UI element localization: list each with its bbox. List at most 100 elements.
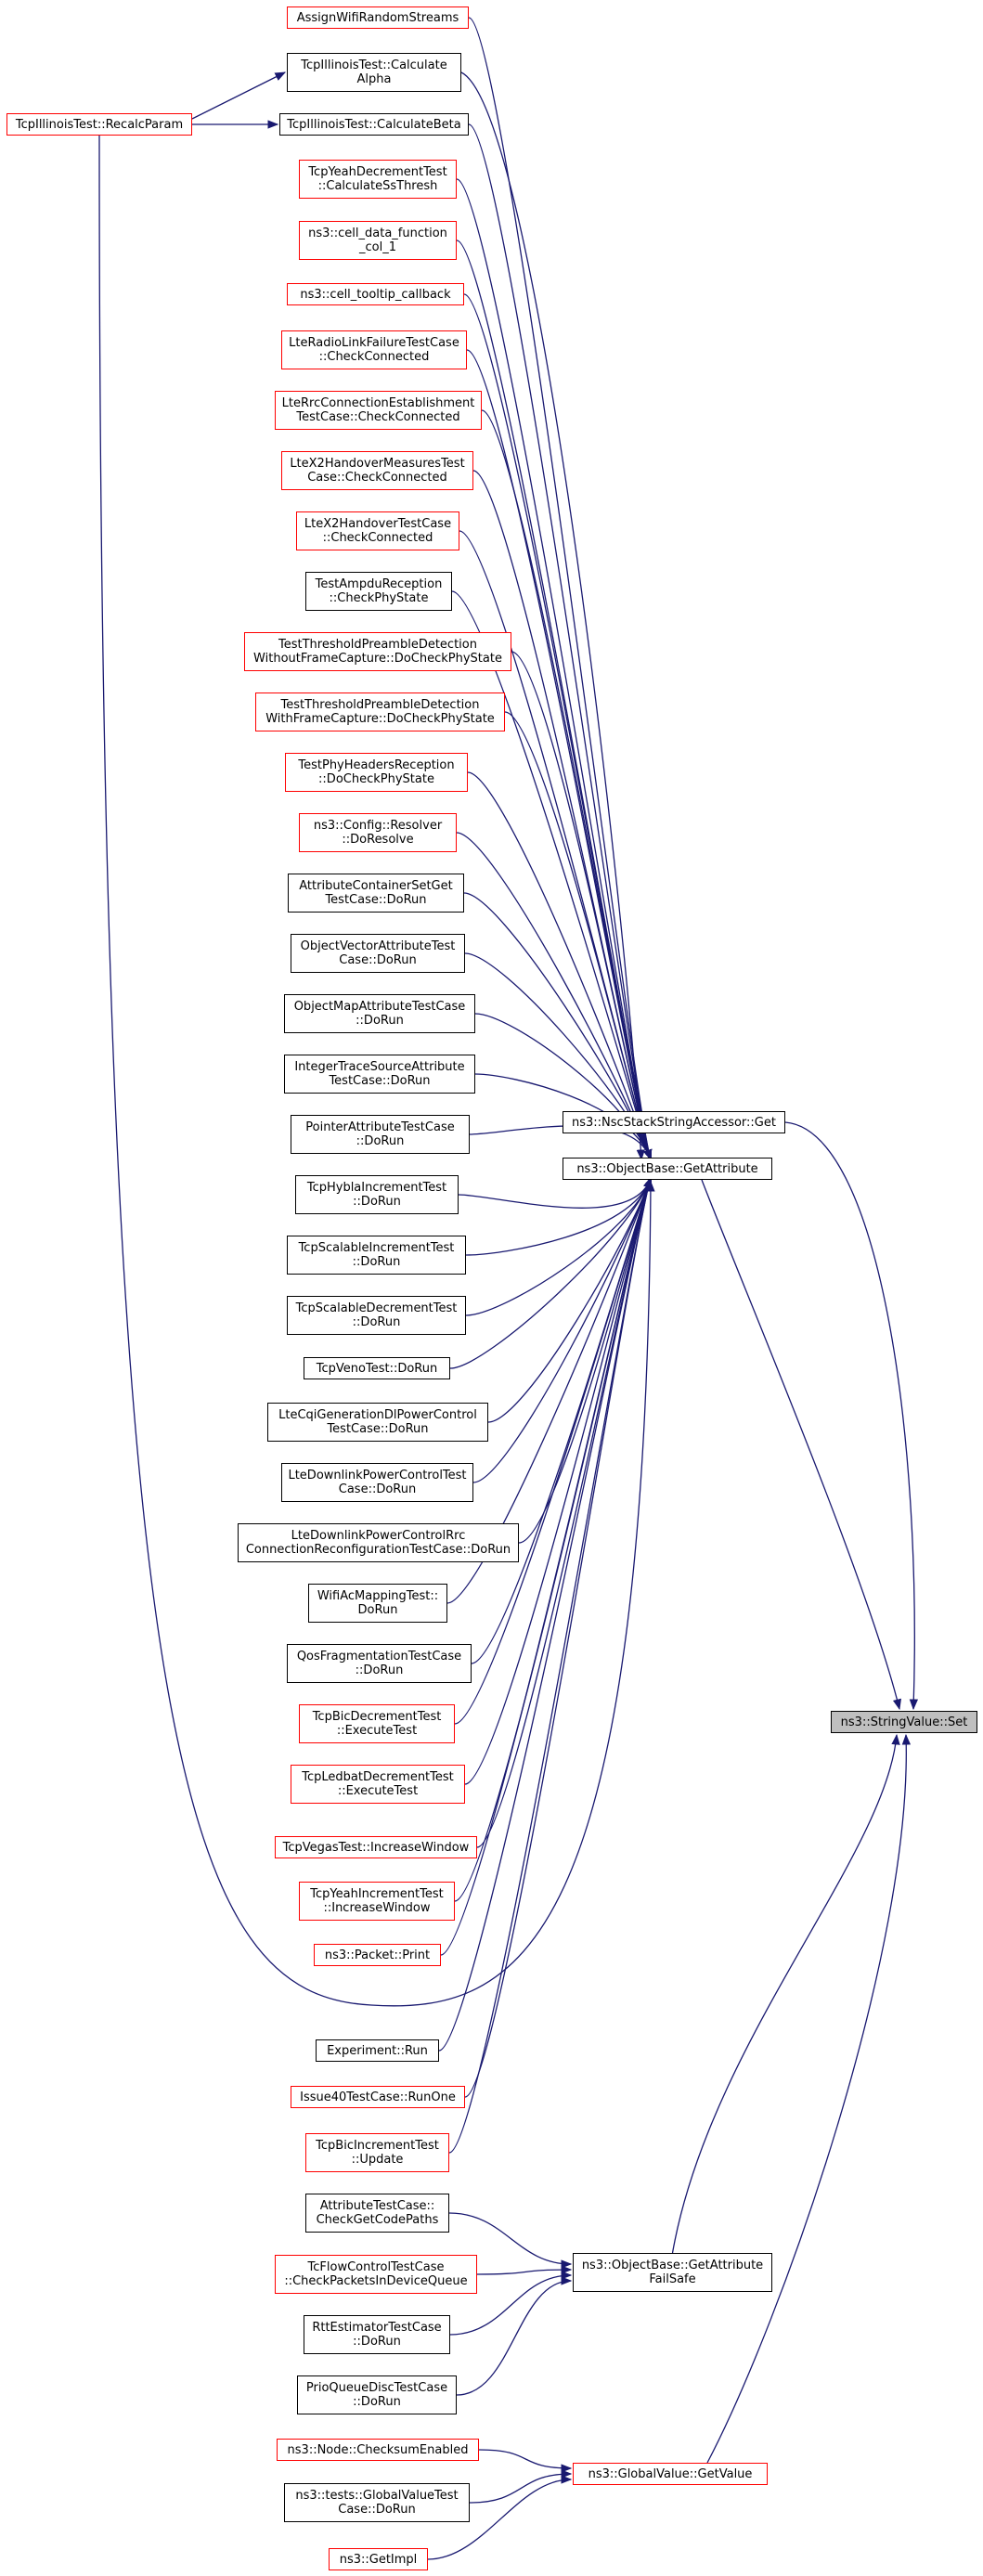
node-tcp-yeah-decrement-calculate-ssthresh[interactable]: TcpYeahDecrementTest::CalculateSsThresh	[299, 160, 457, 199]
node-label-line: ns3::Packet::Print	[324, 1948, 431, 1962]
node-tcp-illinois-calculate-beta[interactable]: TcpIllinoisTest::CalculateBeta	[279, 113, 469, 136]
node-label-line: TcpVenoTest::DoRun	[316, 1361, 438, 1376]
node-rtt-estimator-do-run[interactable]: RttEstimatorTestCase::DoRun	[304, 2315, 450, 2354]
node-experiment-run[interactable]: Experiment::Run	[316, 2039, 439, 2062]
node-object-map-attribute-do-run[interactable]: ObjectMapAttributeTestCase::DoRun	[284, 994, 475, 1033]
node-label-line: TcpIllinoisTest::Calculate	[301, 58, 447, 72]
node-label-line: TcpYeahIncrementTest	[310, 1887, 444, 1901]
edge-to-get-attribute	[438, 1176, 653, 2052]
node-lte-x2-handover-check-connected[interactable]: LteX2HandoverTestCase::CheckConnected	[296, 511, 459, 550]
node-label-line: AttributeContainerSetGet	[299, 879, 453, 893]
node-label-line: ::ExecuteTest	[336, 1724, 418, 1738]
node-label-line: WifiAcMappingTest::	[317, 1589, 439, 1603]
edge-to-get-attribute	[474, 1073, 653, 1161]
node-label-line: ::DoRun	[356, 1014, 404, 1028]
node-global-value-get-value[interactable]: ns3::GlobalValue::GetValue	[573, 2463, 768, 2485]
node-tcp-hybla-increment-do-run[interactable]: TcpHyblaIncrementTest::DoRun	[295, 1175, 459, 1214]
edge-global-value-to-string-set	[706, 1733, 912, 2464]
node-label-line: Case::DoRun	[338, 2503, 416, 2517]
edge-get-attribute-to-string-set	[701, 1179, 902, 1711]
node-assign-wifi-random-streams[interactable]: AssignWifiRandomStreams	[287, 6, 469, 29]
node-tcp-bic-decrement-execute-test[interactable]: TcpBicDecrementTest::ExecuteTest	[299, 1704, 455, 1743]
node-tcp-bic-increment-update[interactable]: TcpBicIncrementTest::Update	[305, 2133, 449, 2172]
node-get-impl[interactable]: ns3::GetImpl	[329, 2548, 428, 2570]
node-label-line: FailSafe	[649, 2272, 696, 2286]
node-label-line: TcpHyblaIncrementTest	[306, 1181, 447, 1195]
node-label-line: ns3::GetImpl	[339, 2552, 418, 2567]
node-tcp-vegas-increase-window[interactable]: TcpVegasTest::IncreaseWindow	[275, 1836, 477, 1858]
node-label-line: ::DoRun	[353, 2335, 401, 2349]
edge-to-get-attribute	[464, 1176, 653, 1785]
node-tcp-scalable-decrement-do-run[interactable]: TcpScalableDecrementTest::DoRun	[287, 1296, 466, 1335]
edge-to-get-attribute	[465, 1176, 653, 1316]
node-label-line: WithFrameCapture::DoCheckPhyState	[265, 712, 495, 726]
node-label-line: ConnectionReconfigurationTestCase::DoRun	[245, 1543, 511, 1557]
node-label-line: LteX2HandoverTestCase	[304, 517, 452, 531]
node-tc-flow-control-check-packets-in-device-queue[interactable]: TcFlowControlTestCase::CheckPacketsInDev…	[275, 2255, 477, 2294]
edge-to-global-value-get-value	[478, 2449, 573, 2473]
node-label-line: PointerAttributeTestCase	[305, 1120, 455, 1134]
node-issue40-run-one[interactable]: Issue40TestCase::RunOne	[291, 2086, 465, 2108]
node-tcp-scalable-increment-do-run[interactable]: TcpScalableIncrementTest::DoRun	[287, 1236, 466, 1275]
edge-recalc-to-get-attribute	[98, 135, 655, 2007]
node-test-phy-headers-reception-do-check-phy-state[interactable]: TestPhyHeadersReception::DoCheckPhyState	[285, 753, 468, 792]
node-label-line: ::CheckConnected	[322, 531, 433, 545]
node-label-line: Issue40TestCase::RunOne	[300, 2090, 456, 2104]
edge-to-get-attribute	[449, 1176, 653, 1369]
edge-to-get-attribute	[451, 590, 653, 1161]
node-label-line: ::CheckPacketsInDeviceQueue	[284, 2274, 468, 2288]
node-label-line: ::Update	[351, 2153, 404, 2167]
node-packet-print[interactable]: ns3::Packet::Print	[314, 1944, 441, 1966]
node-lte-radio-link-failure-check-connected[interactable]: LteRadioLinkFailureTestCase::CheckConnec…	[281, 330, 467, 369]
node-tcp-ledbat-decrement-execute-test[interactable]: TcpLedbatDecrementTest::ExecuteTest	[291, 1765, 465, 1804]
node-label-line: PrioQueueDiscTestCase	[305, 2381, 448, 2395]
node-object-base-get-attribute[interactable]: ns3::ObjectBase::GetAttribute	[563, 1158, 772, 1180]
node-wifi-ac-mapping-do-run[interactable]: WifiAcMappingTest::DoRun	[308, 1584, 447, 1623]
node-label-line: TcpScalableIncrementTest	[298, 1241, 455, 1255]
node-label-line: AssignWifiRandomStreams	[296, 10, 459, 25]
node-label-line: TestCase::DoRun	[329, 1074, 431, 1088]
node-label-line: TcpIllinoisTest::CalculateBeta	[287, 117, 461, 132]
node-label-line: TestThresholdPreambleDetection	[278, 638, 477, 652]
node-label-line: ::DoCheckPhyState	[318, 772, 434, 786]
node-label-line: TestThresholdPreambleDetection	[280, 698, 480, 712]
node-cell-tooltip-callback[interactable]: ns3::cell_tooltip_callback	[287, 283, 464, 305]
node-label-line: TcpScalableDecrementTest	[295, 1301, 458, 1315]
node-nsc-stack-string-accessor-get[interactable]: ns3::NscStackStringAccessor::Get	[563, 1111, 785, 1133]
node-config-resolver-do-resolve[interactable]: ns3::Config::Resolver::DoResolve	[299, 813, 457, 852]
node-label-line: Case::DoRun	[339, 953, 417, 967]
node-label-line: ::CalculateSsThresh	[317, 179, 438, 193]
node-label-line: TestCase::CheckConnected	[296, 410, 460, 424]
node-tcp-illinois-recalc-param[interactable]: TcpIllinoisTest::RecalcParam	[6, 113, 192, 136]
node-attribute-test-check-get-code-paths[interactable]: AttributeTestCase::CheckGetCodePaths	[305, 2194, 449, 2233]
node-tcp-veno-do-run[interactable]: TcpVenoTest::DoRun	[304, 1357, 450, 1379]
edge-to-get-attribute	[448, 1176, 653, 2154]
node-cell-data-function-col-1[interactable]: ns3::cell_data_function_col_1	[299, 221, 457, 260]
node-label-line: TestPhyHeadersReception	[298, 758, 455, 772]
node-qos-fragmentation-do-run[interactable]: QosFragmentationTestCase::DoRun	[287, 1644, 472, 1683]
node-prio-queue-disc-do-run[interactable]: PrioQueueDiscTestCase::DoRun	[297, 2375, 457, 2414]
node-tcp-yeah-increment-increase-window[interactable]: TcpYeahIncrementTest::IncreaseWindow	[299, 1882, 455, 1921]
edge-to-get-attribute-fail-safe	[456, 2276, 573, 2396]
edge-to-global-value-get-value	[427, 2475, 573, 2560]
node-node-checksum-enabled[interactable]: ns3::Node::ChecksumEnabled	[277, 2439, 479, 2461]
node-string-value-set[interactable]: ns3::StringValue::Set	[831, 1711, 977, 1733]
node-label-line: ::DoRun	[355, 1663, 404, 1677]
node-pointer-attribute-do-run[interactable]: PointerAttributeTestCase::DoRun	[291, 1115, 470, 1154]
edge-to-get-attribute	[465, 1176, 653, 1256]
node-test-ampdu-reception-check-phy-state[interactable]: TestAmpduReception::CheckPhyState	[305, 572, 452, 611]
